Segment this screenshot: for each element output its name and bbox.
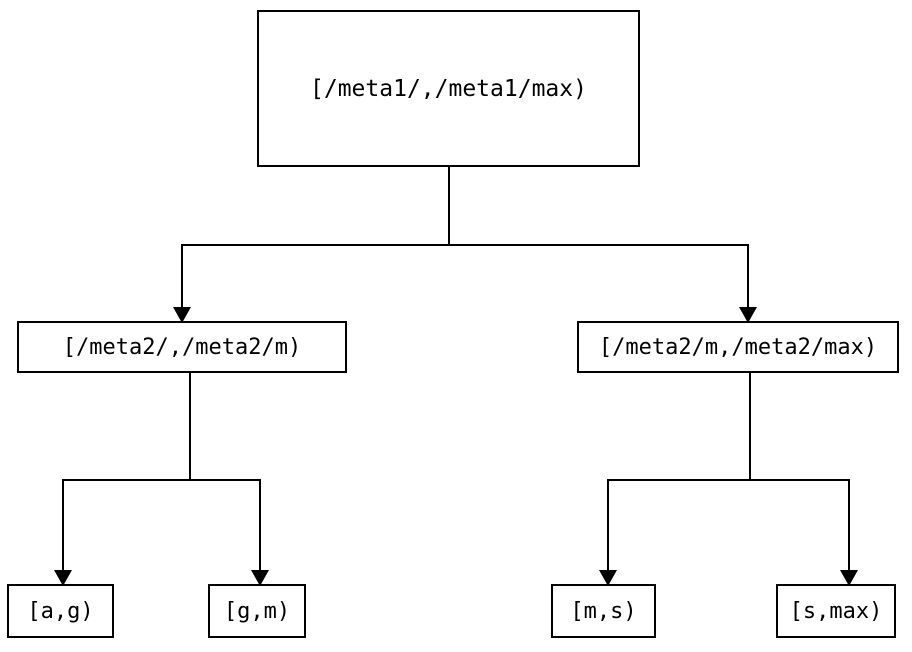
edges-layer	[54, 166, 858, 586]
edge-connector-line	[180, 166, 451, 307]
edge-connector-line	[606, 372, 752, 570]
edge-connector-line	[748, 372, 851, 570]
nodes-layer: [/meta1/,/meta1/max) [/meta2/,/meta2/m) [/…	[6, 9, 900, 639]
node-box[interactable]	[207, 583, 307, 639]
edge-arrowhead-icon	[840, 570, 858, 586]
tree-node-mid-right[interactable]: [/meta2/m,/meta2/max)	[576, 320, 900, 374]
node-box[interactable]	[775, 583, 897, 639]
node-label: [a,g)	[27, 599, 93, 624]
node-label: [/meta1/,/meta1/max)	[310, 76, 587, 102]
edge-connector-line	[188, 372, 262, 570]
node-label: [/meta2/,/meta2/m)	[63, 335, 301, 360]
tree-node-leaf-m-s[interactable]: [m,s)	[550, 583, 657, 639]
node-box[interactable]	[550, 583, 657, 639]
edge-arrowhead-icon	[173, 307, 191, 323]
tree-node-leaf-a-g[interactable]: [a,g)	[6, 583, 115, 639]
node-label: [m,s)	[570, 599, 636, 624]
tree-node-leaf-g-m[interactable]: [g,m)	[207, 583, 307, 639]
edge-arrowhead-icon	[54, 570, 72, 586]
node-box[interactable]	[6, 583, 115, 639]
tree-edge	[447, 166, 757, 323]
tree-edge	[54, 372, 192, 586]
node-label: [s,max)	[790, 599, 883, 624]
tree-node-leaf-s-max[interactable]: [s,max)	[775, 583, 897, 639]
tree-edge	[748, 372, 858, 586]
tree-edge	[173, 166, 451, 323]
edge-arrowhead-icon	[599, 570, 617, 586]
edge-arrowhead-icon	[251, 570, 269, 586]
node-box[interactable]	[576, 320, 900, 374]
node-label: [/meta2/m,/meta2/max)	[599, 335, 877, 360]
tree-edge	[599, 372, 752, 586]
node-box[interactable]	[256, 9, 641, 168]
tree-node-mid-left[interactable]: [/meta2/,/meta2/m)	[16, 320, 348, 374]
edge-arrowhead-icon	[739, 307, 757, 323]
node-label: [g,m)	[224, 599, 290, 624]
node-box[interactable]	[16, 320, 348, 374]
tree-edge	[188, 372, 269, 586]
tree-node-root[interactable]: [/meta1/,/meta1/max)	[256, 9, 641, 168]
edge-connector-line	[61, 372, 192, 570]
edge-connector-line	[447, 166, 750, 307]
